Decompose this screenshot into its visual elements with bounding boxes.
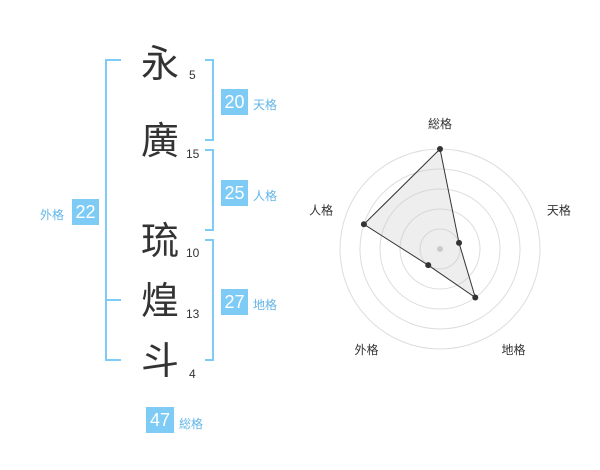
radar-point-1 xyxy=(437,146,443,152)
tenkaku-label: 天格 xyxy=(253,98,278,112)
radar-ring xyxy=(379,188,501,310)
radar-series-area xyxy=(363,147,477,299)
tenkaku-value: 20 xyxy=(221,89,248,115)
soukaku-label: 総格 xyxy=(179,417,204,431)
chikaku-bracket xyxy=(205,239,214,361)
soukaku-value: 47 xyxy=(146,407,174,433)
stroke-count-4: 13 xyxy=(186,307,200,321)
jinkaku-label: 人格 xyxy=(253,189,278,203)
name-char-2: 廣 xyxy=(141,119,180,163)
radar-ring xyxy=(399,208,481,290)
stroke-count-1: 5 xyxy=(189,68,196,82)
jinkaku-value: 25 xyxy=(221,180,248,206)
jinkaku-bracket xyxy=(205,149,214,231)
radar-axis-label-4: 外格 xyxy=(354,342,378,357)
chikaku-label: 地格 xyxy=(253,298,278,312)
radar-axis-label-5: 人格 xyxy=(309,202,333,217)
name-char-5: 斗 xyxy=(141,339,180,383)
stroke-count-3: 10 xyxy=(186,246,200,260)
radar-center xyxy=(437,246,443,252)
gaikaku-value: 22 xyxy=(72,199,99,225)
radar-point-3 xyxy=(472,294,479,301)
gaikaku-bracket xyxy=(105,59,121,361)
stroke-count-2: 15 xyxy=(186,147,200,161)
radar-axis-label-2: 天格 xyxy=(547,202,571,217)
radar-axis-label-1: 総格 xyxy=(428,116,452,131)
gaikaku-label: 外格 xyxy=(40,208,65,222)
radar-point-2 xyxy=(456,239,463,246)
name-char-3: 琉 xyxy=(141,219,180,263)
tenkaku-bracket xyxy=(205,59,214,141)
chikaku-value: 27 xyxy=(221,289,248,315)
name-char-1: 永 xyxy=(141,42,180,86)
radar-point-4 xyxy=(425,262,432,269)
radar-ring xyxy=(419,228,461,270)
radar-axis-label-3: 地格 xyxy=(501,342,525,357)
name-char-4: 煌 xyxy=(141,279,180,323)
radar-point-5 xyxy=(360,221,367,228)
radar-ring xyxy=(359,168,521,330)
stroke-count-5: 4 xyxy=(189,367,196,381)
